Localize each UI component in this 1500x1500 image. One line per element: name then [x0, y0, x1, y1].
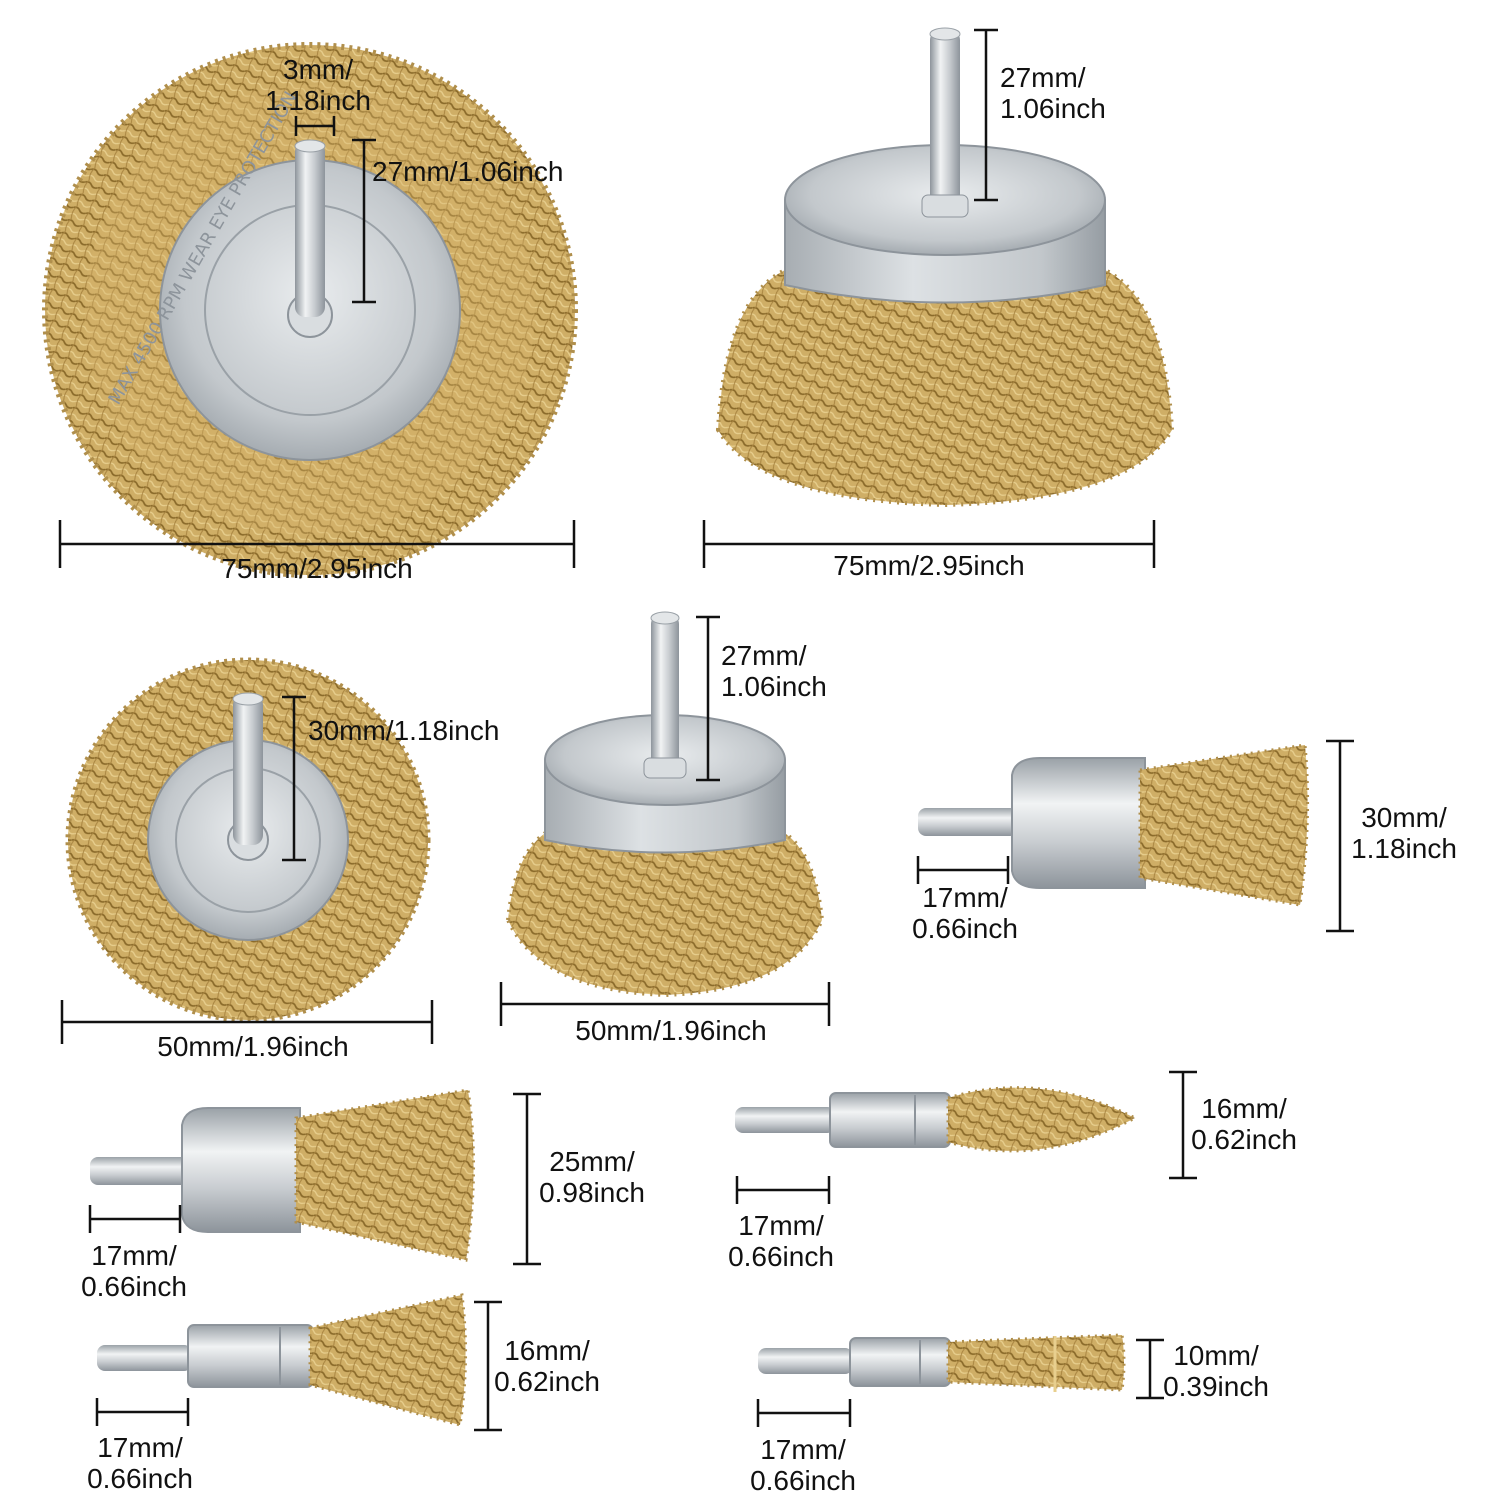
wheel75-shaft-diameter-label: 3mm/ 1.18inch [265, 54, 371, 116]
wheel75-width-label: 75mm/2.95inch [221, 553, 413, 584]
end16-height-label: 16mm/ 0.62inch [494, 1335, 600, 1397]
cup50-shaft-label: 27mm/ 1.06inch [721, 640, 827, 702]
label-line: 30mm/ [1361, 802, 1447, 833]
point16-shaft-label: 17mm/ 0.66inch [728, 1210, 834, 1272]
label-line: 0.66inch [750, 1465, 856, 1496]
pointed-end-brush-16mm [735, 1086, 1139, 1153]
end25-height-label: 25mm/ 0.98inch [539, 1146, 645, 1208]
label-line: 0.62inch [494, 1366, 600, 1397]
label-line: 0.66inch [912, 913, 1018, 944]
label-line: 27mm/ [1000, 62, 1086, 93]
label-line: 0.98inch [539, 1177, 645, 1208]
end-brush-30mm [918, 743, 1310, 907]
cup50-width-label: 50mm/1.96inch [575, 1015, 767, 1046]
wheel50-width-label: 50mm/1.96inch [157, 1031, 349, 1062]
wheel50-shaft-label: 30mm/1.18inch [308, 715, 500, 746]
end-brush-25mm [90, 1088, 476, 1262]
label-line: 0.66inch [87, 1463, 193, 1494]
label-line: 0.62inch [1191, 1124, 1297, 1155]
cup-brush-50mm [505, 611, 825, 998]
label-line: 10mm/ [1173, 1340, 1259, 1371]
label-line: 1.18inch [265, 85, 371, 116]
label-line: 3mm/ [283, 54, 353, 85]
end10-shaft-label: 17mm/ 0.66inch [750, 1434, 856, 1496]
label-line: 17mm/ [922, 882, 1008, 913]
end30-height-label: 30mm/ 1.18inch [1351, 802, 1457, 864]
label-line: 27mm/ [721, 640, 807, 671]
label-line: 16mm/ [504, 1335, 590, 1366]
end10-height-label: 10mm/ 0.39inch [1163, 1340, 1269, 1402]
end25-shaft-label: 17mm/ 0.66inch [81, 1240, 187, 1302]
wheel-brush-75mm: MAX 4500 RPM WEAR EYE PROTECTION [42, 42, 578, 578]
label-line: 0.66inch [81, 1271, 187, 1302]
label-line: 17mm/ [91, 1240, 177, 1271]
label-line: 1.18inch [1351, 833, 1457, 864]
label-line: 0.66inch [728, 1241, 834, 1272]
end16-shaft-label: 17mm/ 0.66inch [87, 1432, 193, 1494]
wheel-brush-50mm [65, 657, 431, 1023]
label-line: 1.06inch [1000, 93, 1106, 124]
label-line: 1.06inch [721, 671, 827, 702]
label-line: 25mm/ [549, 1146, 635, 1177]
cup75-width-label: 75mm/2.95inch [833, 550, 1025, 581]
dimension-lines [58, 28, 1354, 1432]
label-line: 17mm/ [738, 1210, 824, 1241]
label-line: 17mm/ [97, 1432, 183, 1463]
label-line: 0.39inch [1163, 1371, 1269, 1402]
end-brush-10mm [758, 1333, 1126, 1392]
point16-height-label: 16mm/ 0.62inch [1191, 1093, 1297, 1155]
label-line: 17mm/ [760, 1434, 846, 1465]
wheel75-shaft-length-label: 27mm/1.06inch [372, 156, 564, 187]
end-brush-16mm [97, 1293, 468, 1427]
label-line: 16mm/ [1201, 1093, 1287, 1124]
cup-brush-75mm [715, 27, 1175, 508]
cup75-shaft-label: 27mm/ 1.06inch [1000, 62, 1106, 124]
end30-shaft-label: 17mm/ 0.66inch [912, 882, 1018, 944]
